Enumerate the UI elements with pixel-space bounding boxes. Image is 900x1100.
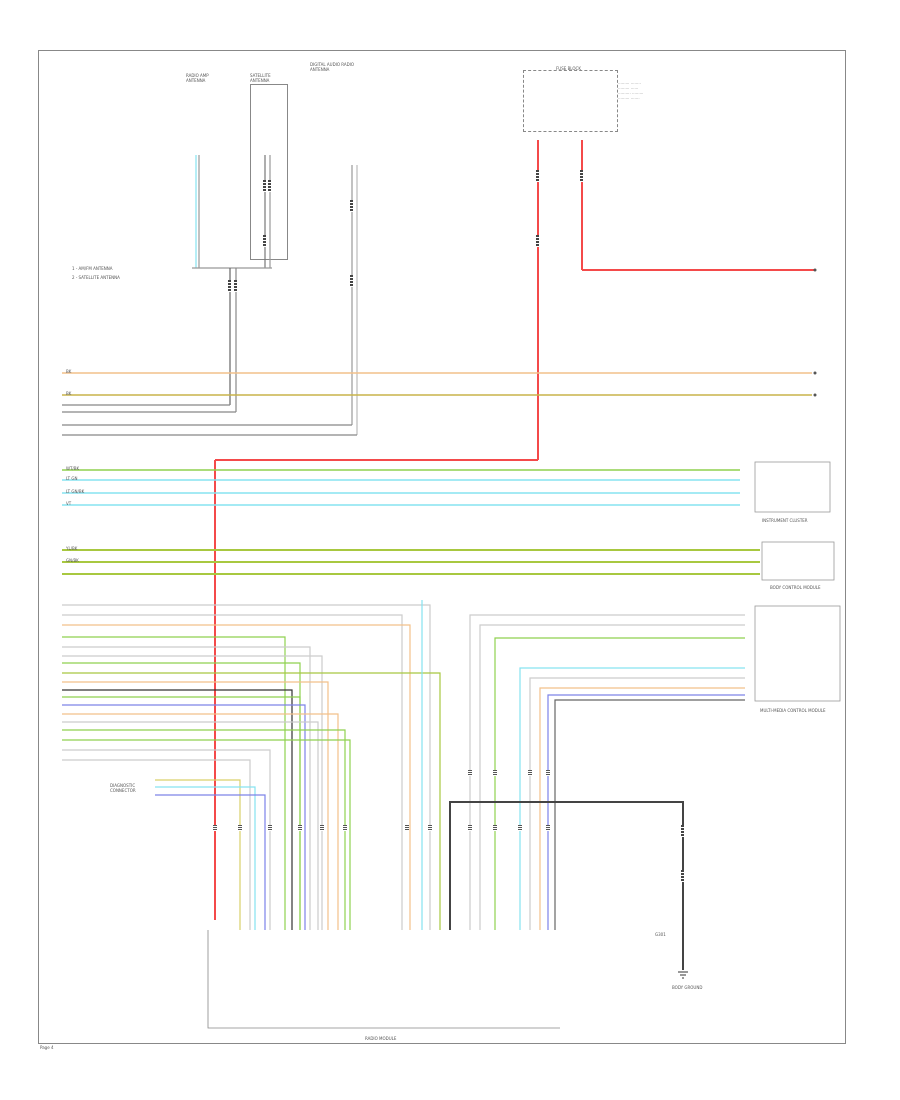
connector-block	[428, 825, 432, 831]
antenna-wires	[62, 155, 358, 436]
connector-block	[350, 200, 353, 212]
multimedia-wires	[469, 614, 745, 930]
connector-block	[528, 770, 532, 776]
wire-label: LT GN/BK	[66, 489, 85, 494]
wire-label: VT	[66, 501, 72, 506]
connector-block	[268, 825, 272, 831]
connector-block	[493, 825, 497, 831]
connector-block	[234, 280, 237, 292]
ground-wires	[449, 801, 684, 970]
connector-block	[681, 870, 684, 882]
power-wires	[214, 140, 815, 920]
antenna-left-label: RADIO AMP ANTENNA	[186, 73, 209, 83]
ground-point-label: BODY GROUND	[672, 985, 703, 990]
body-control-wires	[62, 549, 760, 575]
legend-1: 1 - AM/FM ANTENNA	[72, 266, 113, 271]
connector-block	[518, 825, 522, 831]
radio-harness-wires	[62, 600, 441, 930]
wire-label: BK	[66, 369, 72, 374]
page-footer: Page 4	[40, 1045, 54, 1050]
legend-2: 2 - SATELLITE ANTENNA	[72, 275, 120, 280]
wire-label: LT GN	[66, 476, 78, 481]
connector-block	[343, 825, 347, 831]
connector-block	[536, 235, 539, 247]
connector-block	[320, 825, 324, 831]
wire-label: BK	[66, 391, 72, 396]
connector-block	[681, 825, 684, 837]
connector-block	[536, 170, 539, 182]
fuse-block-note: ......... ................. ............…	[618, 80, 644, 100]
ground-id-label: G301	[655, 932, 666, 937]
fuse-block	[523, 70, 618, 132]
diagram-border	[38, 50, 846, 1044]
connector-block	[405, 825, 409, 831]
wire-label: YL/BK	[66, 546, 78, 551]
radio-module-label: RADIO MODULE	[365, 1036, 397, 1041]
connector-block	[298, 825, 302, 831]
diagnostic-connector-label: DIAGNOSTIC CONNECTOR	[110, 783, 136, 793]
instrument-cluster-wires	[62, 469, 740, 506]
connector-pins	[813, 268, 817, 397]
connector-block	[238, 825, 242, 831]
wire-label: WT/BK	[66, 466, 80, 471]
antenna-mid-label: SATELLITE ANTENNA	[250, 73, 271, 83]
body-control-module-label: BODY CONTROL MODULE	[770, 585, 821, 590]
antenna-connector	[250, 84, 288, 260]
wire-label: GN/BK	[66, 558, 79, 563]
instrument-cluster-label: INSTRUMENT CLUSTER	[762, 518, 808, 523]
connector-block	[268, 180, 271, 192]
connector-block	[546, 770, 550, 776]
connector-block	[228, 280, 231, 292]
connector-block	[350, 275, 353, 287]
multimedia-module-label: MULTI-MEDIA CONTROL MODULE	[760, 708, 826, 713]
connector-block	[468, 770, 472, 776]
connector-block	[468, 825, 472, 831]
connector-block	[263, 235, 266, 247]
connector-block	[580, 170, 583, 182]
antenna-right-label: DIGITAL AUDIO RADIO ANTENNA	[310, 62, 355, 72]
connector-block	[546, 825, 550, 831]
connector-block	[213, 825, 217, 831]
connector-block	[493, 770, 497, 776]
fuse-block-label: FUSE BLOCK	[556, 66, 581, 71]
connector-block	[263, 180, 266, 192]
bus-wires	[62, 372, 812, 396]
